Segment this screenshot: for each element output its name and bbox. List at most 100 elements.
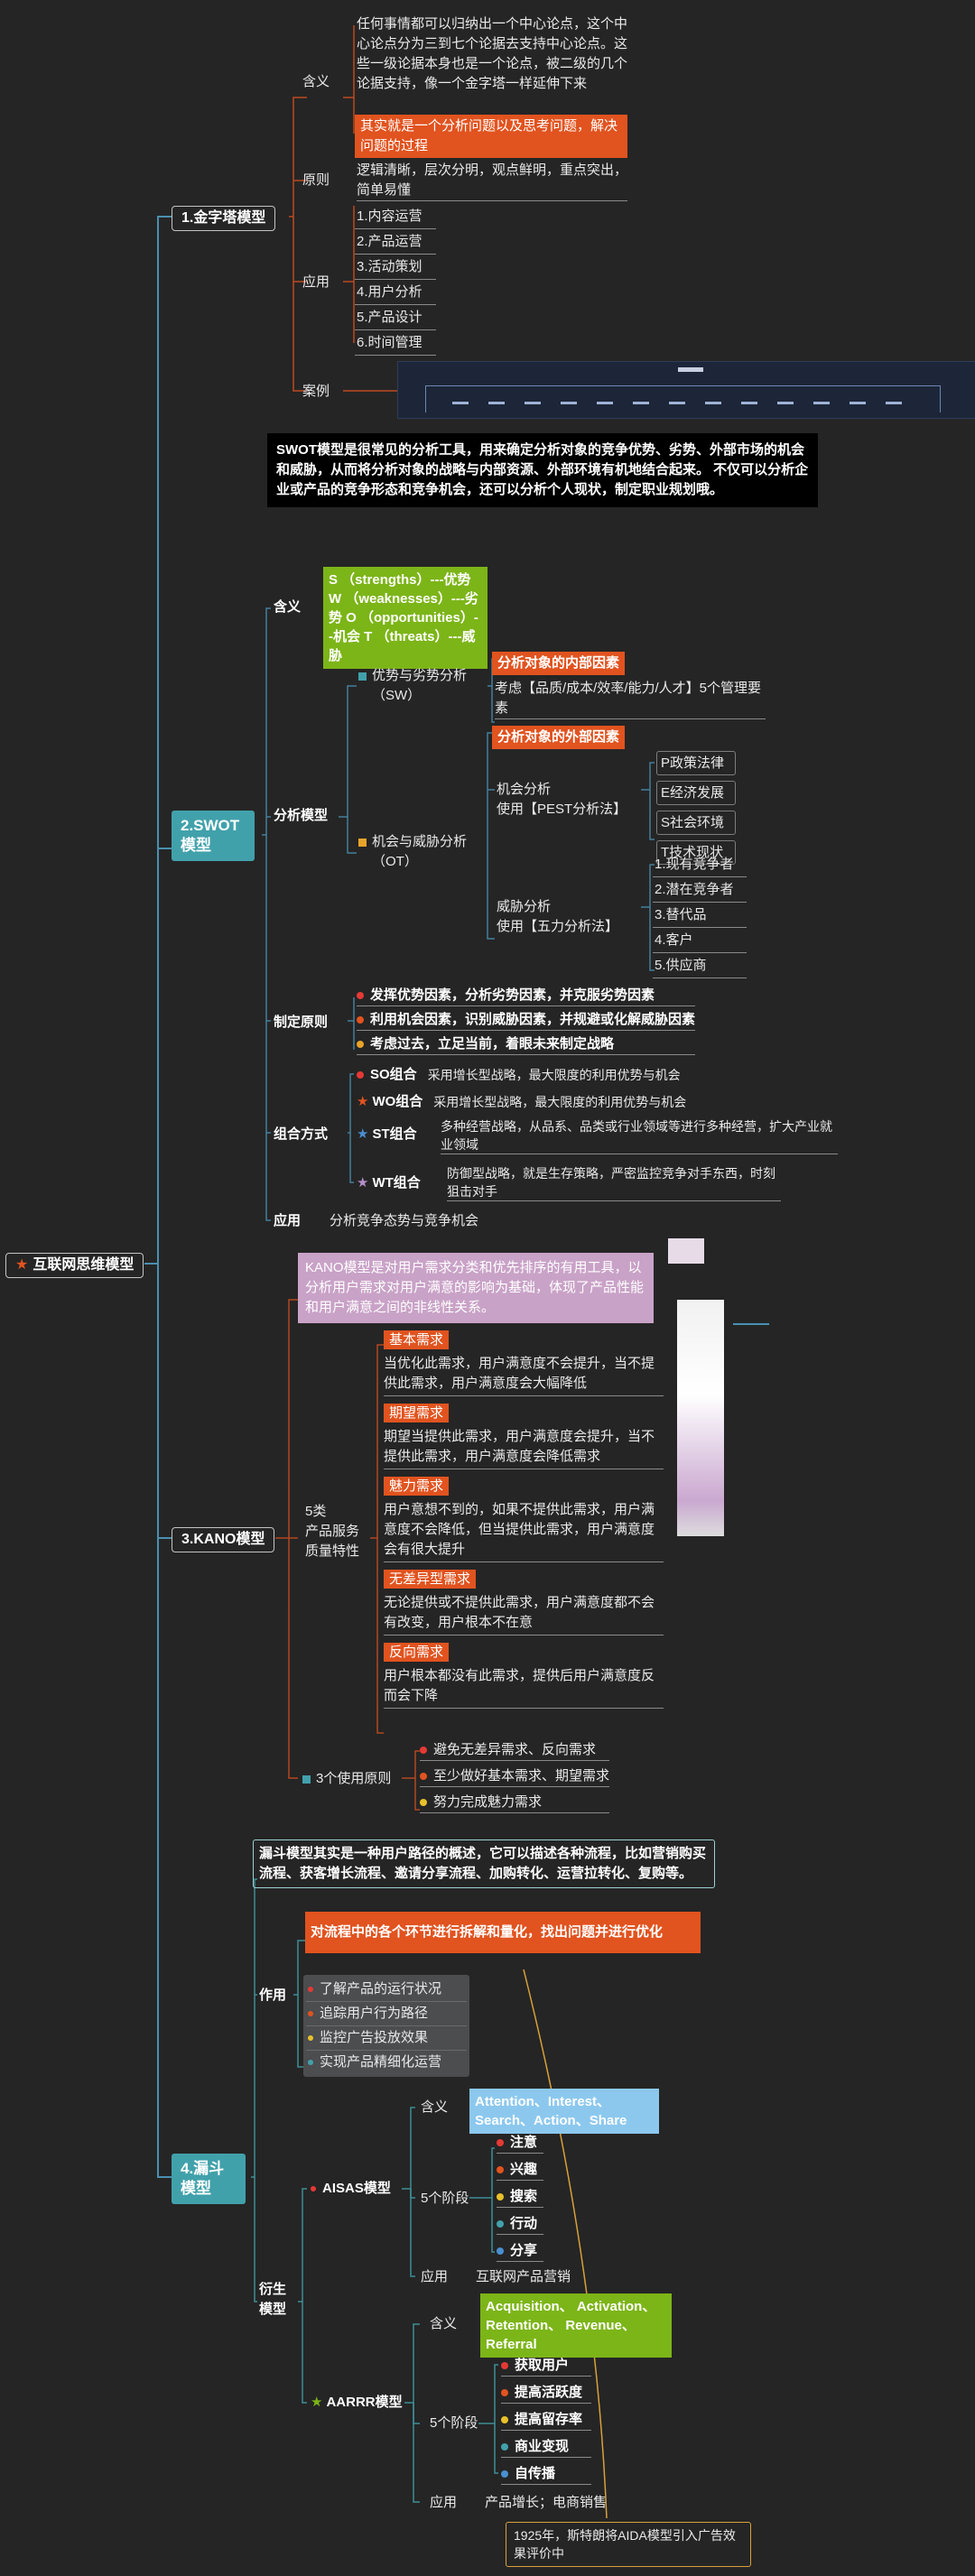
aisas-apply-label: 应用: [421, 2269, 449, 2284]
rule-text: 发挥优势因素，分析劣势因素，并克服劣势因素: [370, 987, 655, 1003]
list-item: 6.时间管理: [355, 330, 436, 356]
pyramid-node[interactable]: 1.金字塔模型: [172, 206, 276, 231]
aarrr-apply-label: 应用: [430, 2495, 458, 2510]
stage-text: 提高活跃度: [515, 2385, 583, 2400]
list-item: 商业变现: [501, 2437, 591, 2458]
list-item: 搜索: [497, 2187, 543, 2208]
combo-st-text: 多种经营战略，从品系、品类或行业领域等进行多种经营，扩大产业就业领域: [441, 1117, 838, 1154]
swot-apply-text: 分析竞争态势与竞争机会: [330, 1213, 479, 1228]
list-item: 发挥优势因素，分析劣势因素，并克服劣势因素: [357, 986, 696, 1006]
list-item: 注意: [497, 2133, 543, 2154]
kano-type-text: 用户根本都没有此需求，提供后用户满意度反而会下降: [384, 1664, 664, 1709]
list-item: 2.产品运营: [355, 229, 436, 255]
funnel-title-line1: 4.漏斗: [181, 2160, 225, 2177]
list-item: 提高活跃度: [501, 2383, 591, 2404]
star-icon: ★: [357, 1094, 369, 1109]
swot-sw-label: 优势与劣势分析 （SW）: [372, 668, 468, 703]
aarrr-name: AARRR模型: [326, 2395, 403, 2410]
list-item: 3.活动策划: [355, 255, 436, 280]
list-item: 至少做好基本需求、期望需求: [420, 1766, 610, 1787]
swot-threat-label: 威胁分析 使用【五力分析法】: [497, 899, 619, 934]
swot-sw-node[interactable]: 优势与劣势分析 （SW）: [358, 666, 467, 706]
aisas-name: AISAS模型: [322, 2181, 391, 2196]
stage-text: 分享: [510, 2243, 538, 2258]
rule-text: 考虑过去，立足当前，着眼未来制定战略: [370, 1036, 615, 1052]
aisas-node[interactable]: AISAS模型: [311, 2179, 391, 2199]
principle-text: 努力完成魅力需求: [433, 1794, 543, 1810]
principle-text: 避免无差异需求、反向需求: [433, 1742, 597, 1757]
funnel-intro: 漏斗模型其实是一种用户路径的概述，它可以描述各种流程，比如营销购买流程、获客增长…: [253, 1839, 715, 1888]
kano-principles-node[interactable]: 3个使用原则: [302, 1769, 391, 1789]
swot-title-line1: 2.SWOT: [181, 817, 240, 834]
kano-thumbnail-image[interactable]: [668, 1238, 704, 1264]
kano-type-text: 用户意想不到的，如果不提供此需求，用户满意度不会降低，但当提供此需求，用户满意度…: [384, 1498, 664, 1562]
funnel-use-label: 作用: [259, 1988, 287, 2003]
combo-text: 采用增长型战略，最大限度的利用优势与机会: [433, 1095, 687, 1109]
swot-sw-tag: 分析对象的内部因素: [492, 652, 626, 675]
list-item: 提高留存率: [501, 2410, 591, 2431]
funnel-uses-list: 了解产品的运行状况 追踪用户行为路径 监控广告投放效果 实现产品精细化运营: [303, 1975, 469, 2077]
kano-types: 基本需求 当优化此需求，用户满意度不会提升，当不提供此需求，用户满意度会大幅降低…: [384, 1330, 664, 1709]
combo-name: ST组合: [372, 1126, 417, 1142]
root-node[interactable]: ★ 互联网思维模型: [5, 1253, 144, 1278]
swot-ot-node[interactable]: 机会与威胁分析 （OT）: [358, 832, 467, 872]
pyramid-meaning-text: 任何事情都可以归纳出一个中心论点，这个中心论点分为三到七个论据去支持中心论点。这…: [357, 16, 628, 91]
aisas-stages: 注意 兴趣 搜索 行动 分享: [497, 2133, 543, 2262]
stage-text: 兴趣: [510, 2162, 538, 2177]
star-icon: ★: [357, 1175, 369, 1191]
aarrr-meaning: Acquisition、 Activation、Retention、 Reven…: [480, 2293, 672, 2358]
combo-wt-text: 防御型战略，就是生存策略，严密监控竞争对手东西，时刻狙击对手: [447, 1164, 781, 1201]
funnel-derived-label: 衍生 模型: [259, 2282, 287, 2317]
dot-icon: [311, 2186, 316, 2191]
list-item: 行动: [497, 2214, 543, 2235]
kano-principles-label: 3个使用原则: [316, 1771, 392, 1786]
kano-type-tag: 基本需求: [384, 1330, 450, 1349]
case-thumbnail-image[interactable]: [397, 361, 975, 419]
kano-node[interactable]: 3.KANO模型: [172, 1527, 275, 1552]
pyramid-meaning-label: 含义: [302, 74, 330, 89]
pest-list: P政策法律 E经济发展 S社会环境 T技术现状: [656, 751, 736, 870]
kano-type-tag: 无差异型需求: [384, 1570, 477, 1589]
kano-type-text: 无论提供或不提供此需求，用户满意度都不会有改变，用户根本不在意: [384, 1591, 664, 1635]
combo-so: SO组合 采用增长型战略，最大限度的利用优势与机会: [357, 1065, 681, 1085]
kano-type-tag: 期望需求: [384, 1404, 450, 1422]
pyramid-meaning-highlight: 其实就是一个分析问题以及思考问题，解决问题的过程: [355, 115, 627, 158]
pyramid-case-label: 案例: [302, 384, 330, 399]
combo-text: 采用增长型战略，最大限度的利用优势与机会: [427, 1068, 681, 1082]
stage-text: 自传播: [515, 2466, 556, 2481]
combo-name: WO组合: [372, 1094, 423, 1109]
swot-rules-list: 发挥优势因素，分析劣势因素，并克服劣势因素 利用机会因素，识别威胁因素，并规避或…: [357, 986, 696, 1055]
swot-meaning-label: 含义: [274, 599, 302, 615]
square-icon: [302, 1774, 311, 1784]
kano-chart-image[interactable]: [677, 1300, 724, 1536]
square-icon: [358, 672, 367, 681]
list-item: 兴趣: [497, 2160, 543, 2181]
swot-node[interactable]: 2.SWOT 模型: [172, 811, 255, 861]
kano-intro: KANO模型是对用户需求分类和优先排序的有用工具，以分析用户需求对用户满意的影响…: [298, 1253, 654, 1323]
aisas-stage-label: 5个阶段: [421, 2191, 469, 2206]
list-item: 5.供应商: [653, 953, 747, 978]
swot-combo-label: 组合方式: [274, 1126, 329, 1142]
swot-analysis-label: 分析模型: [274, 808, 329, 823]
list-item: T技术现状: [656, 840, 736, 865]
swot-opp-label: 机会分析 使用【PEST分析法】: [497, 782, 627, 817]
square-icon: [358, 839, 367, 847]
combo-name: WT组合: [372, 1175, 421, 1191]
aarrr-stages: 获取用户 提高活跃度 提高留存率 商业变现 自传播: [501, 2356, 591, 2485]
use-text: 追踪用户行为路径: [320, 2006, 429, 2021]
list-item: S社会环境: [656, 811, 736, 835]
list-item: 2.潜在竞争者: [653, 877, 747, 903]
list-item: 获取用户: [501, 2356, 591, 2377]
list-item: 4.客户: [653, 928, 747, 953]
funnel-node[interactable]: 4.漏斗 模型: [172, 2154, 246, 2204]
aarrr-stage-label: 5个阶段: [430, 2415, 478, 2431]
aarrr-node[interactable]: ★ AARRR模型: [311, 2393, 403, 2413]
list-item: 实现产品精细化运营: [306, 2051, 467, 2074]
swot-title-line2: 模型: [181, 837, 211, 854]
kano-type-tag: 魅力需求: [384, 1477, 450, 1496]
list-item: E经济发展: [656, 781, 736, 805]
pyramid-apply-label: 应用: [302, 274, 330, 290]
aisas-apply: 互联网产品营销: [476, 2269, 571, 2284]
combo-name: SO组合: [370, 1067, 417, 1082]
aisas-meaning-label: 含义: [421, 2099, 449, 2115]
